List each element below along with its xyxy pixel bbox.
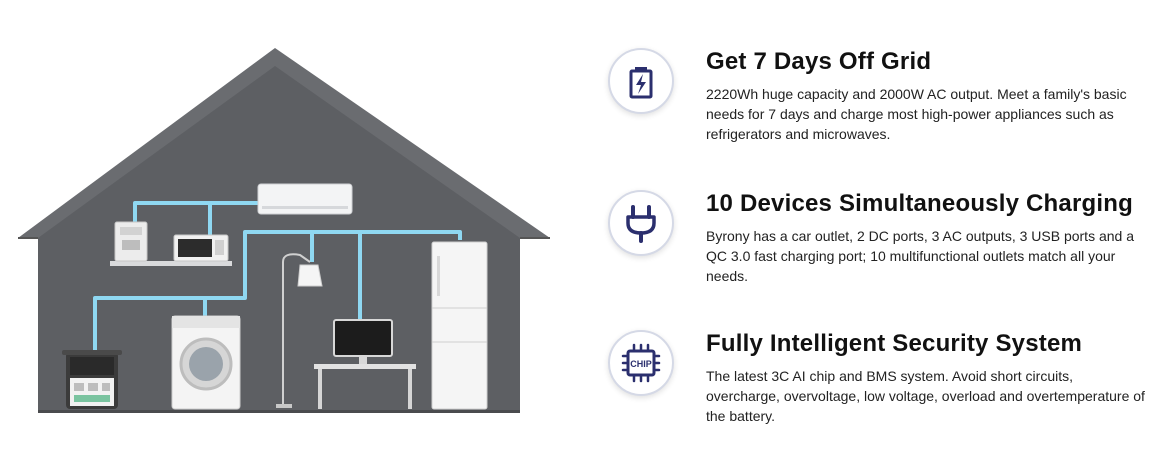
refrigerator	[431, 241, 488, 410]
washing-machine	[171, 315, 241, 410]
house-interior	[38, 66, 520, 412]
house-scene	[18, 48, 550, 413]
chip-icon: CHIP	[608, 330, 674, 396]
power-station	[62, 350, 122, 409]
feature-title: Fully Intelligent Security System	[706, 330, 1083, 357]
power-plug-icon	[608, 190, 674, 256]
air-conditioner	[257, 183, 353, 215]
feature-description: The latest 3C AI chip and BMS system. Av…	[706, 368, 1145, 424]
feature-description: Byrony has a car outlet, 2 DC ports, 3 A…	[706, 228, 1134, 284]
feature-title: 10 Devices Simultaneously Charging	[706, 190, 1133, 217]
feature-title: Get 7 Days Off Grid	[706, 48, 932, 75]
feature-simultaneous-charging: 10 Devices Simultaneously Charging Byron…	[608, 190, 1158, 300]
feature-off-grid: Get 7 Days Off Grid 2220Wh huge capacity…	[608, 48, 1158, 158]
microwave	[173, 234, 229, 262]
kitchen-shelf	[110, 261, 232, 266]
house-floor	[38, 410, 520, 413]
floor-lamp	[276, 253, 323, 408]
battery-charging-icon	[608, 48, 674, 114]
coffee-machine	[114, 221, 148, 262]
desk-with-monitor	[314, 319, 416, 409]
chip-icon-label: CHIP	[630, 359, 652, 369]
feature-security-system: CHIP Fully Intelligent Security System T…	[608, 330, 1158, 440]
house-illustration	[0, 0, 570, 469]
feature-description: 2220Wh huge capacity and 2000W AC output…	[706, 86, 1127, 142]
